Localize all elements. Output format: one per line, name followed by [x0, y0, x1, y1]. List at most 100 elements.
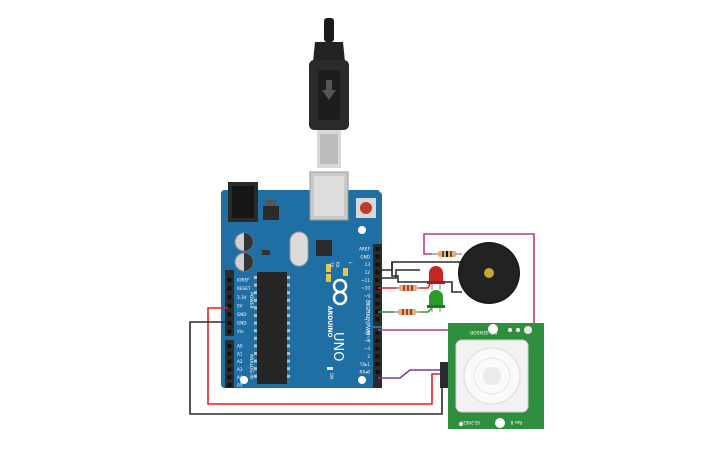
chip-pin: [254, 283, 257, 287]
header-pin[interactable]: [227, 303, 232, 308]
analog-section-label: ANALOG IN: [248, 354, 254, 379]
header-pin[interactable]: [227, 367, 232, 372]
header-pin[interactable]: [227, 344, 232, 348]
header-pin[interactable]: [375, 354, 380, 359]
header-pin[interactable]: [375, 286, 380, 290]
header-pin[interactable]: [375, 346, 380, 351]
onboard-led-label: L: [348, 262, 353, 265]
header-pin[interactable]: [227, 295, 232, 300]
brand-label: ARDUINO: [326, 306, 333, 337]
chip-pin: [287, 291, 290, 295]
onboard-led-label: RX: [335, 262, 340, 268]
chip-pin: [254, 367, 257, 371]
pir-title: PIR SENSOR: [470, 329, 497, 335]
header-pin-label: A5: [237, 383, 243, 388]
header-pin-label: GND: [237, 312, 247, 317]
header-pin-label: GND: [237, 321, 247, 326]
header-pin-label: ~9: [364, 293, 371, 298]
chip-pin: [287, 276, 290, 279]
header-pin-label: ~3: [364, 346, 371, 351]
header-pin-label: AREF: [359, 247, 370, 252]
usb-cable: [309, 18, 349, 168]
board-name-label: UNO: [330, 332, 345, 361]
resistor-red-led: [396, 285, 420, 291]
header-pin-label: IOREF: [237, 278, 250, 283]
header-pin[interactable]: [375, 309, 380, 314]
chip-pin: [287, 314, 290, 317]
header-pin[interactable]: [227, 312, 232, 317]
header-pin[interactable]: [227, 278, 232, 282]
header-pin[interactable]: [227, 329, 232, 334]
pir-version: SS-26627: [460, 420, 480, 425]
analog-header: [225, 340, 234, 388]
header-pin[interactable]: [375, 247, 380, 251]
onboard-led-label: TX: [329, 261, 334, 267]
header-pin-label: A2: [237, 359, 243, 364]
pir-sensor: PIR SENSOR SS-26627 Rev B: [440, 323, 544, 429]
header-pin[interactable]: [227, 286, 232, 291]
header-pin[interactable]: [375, 338, 380, 343]
header-pin[interactable]: [375, 362, 380, 367]
wire-gnd-black-top: [378, 261, 461, 271]
resistor-green-led: [394, 309, 420, 315]
header-pin-label: GND: [360, 254, 370, 259]
header-pin[interactable]: [375, 262, 380, 267]
header-pin-label: RX◂0: [359, 370, 370, 375]
header-pin-label: 4: [367, 338, 370, 343]
buzzer-center: [484, 268, 494, 278]
header-pin[interactable]: [375, 301, 380, 306]
header-pin-label: A4: [237, 375, 243, 380]
header-pin[interactable]: [375, 254, 380, 259]
wire-gnd-led: [391, 262, 462, 293]
header-pin-label: ~5: [364, 331, 371, 336]
header-pin-label: 7: [367, 309, 370, 314]
chip-pin: [254, 291, 257, 295]
header-pin-label: 8: [367, 301, 370, 306]
header-pin-label: ~10: [361, 286, 370, 291]
header-pin[interactable]: [227, 359, 232, 364]
chip-pin: [287, 344, 290, 348]
chip-pin: [254, 329, 257, 333]
chip-pin: [287, 298, 290, 302]
header-pin[interactable]: [227, 375, 232, 380]
chip-pin: [287, 359, 290, 363]
header-pin-label: Vin: [237, 329, 244, 334]
header-pin-label: 3.3V: [237, 295, 247, 300]
header-pin-label: A1: [237, 351, 243, 356]
chip-pin: [254, 276, 257, 279]
header-pin-label: ~11: [361, 278, 370, 283]
header-pin[interactable]: [375, 293, 380, 298]
digital-section-label: DIGITAL (PWM~): [364, 300, 370, 342]
header-pin[interactable]: [375, 317, 380, 322]
header-pin[interactable]: [227, 383, 232, 387]
header-pin[interactable]: [375, 270, 380, 275]
chip-pin: [287, 321, 290, 325]
wire-led-red: [418, 283, 431, 289]
chip-pin: [254, 374, 257, 378]
header-pin-label: A0: [237, 344, 243, 349]
header-pin[interactable]: [375, 278, 380, 283]
chip-pin: [254, 336, 257, 340]
wire-pin13-black: [378, 269, 420, 279]
chip-pin: [287, 283, 290, 287]
header-pin[interactable]: [375, 331, 380, 335]
header-pin[interactable]: [227, 351, 232, 356]
atmega-chip: [257, 272, 287, 384]
chip-pin: [254, 298, 257, 302]
pir-model: Rev B: [510, 420, 522, 425]
red-led: [427, 266, 445, 290]
chip-pin: [287, 306, 290, 310]
wire-pin2-purple: [378, 369, 448, 379]
green-led: [427, 290, 445, 312]
chip-pin: [287, 329, 290, 333]
on-led-label: ON: [329, 373, 334, 379]
header-pin-label: 5V: [237, 303, 243, 308]
header-pin[interactable]: [375, 370, 380, 374]
crystal: [289, 231, 309, 267]
header-pin[interactable]: [227, 321, 232, 325]
piezo-buzzer: [458, 242, 520, 304]
